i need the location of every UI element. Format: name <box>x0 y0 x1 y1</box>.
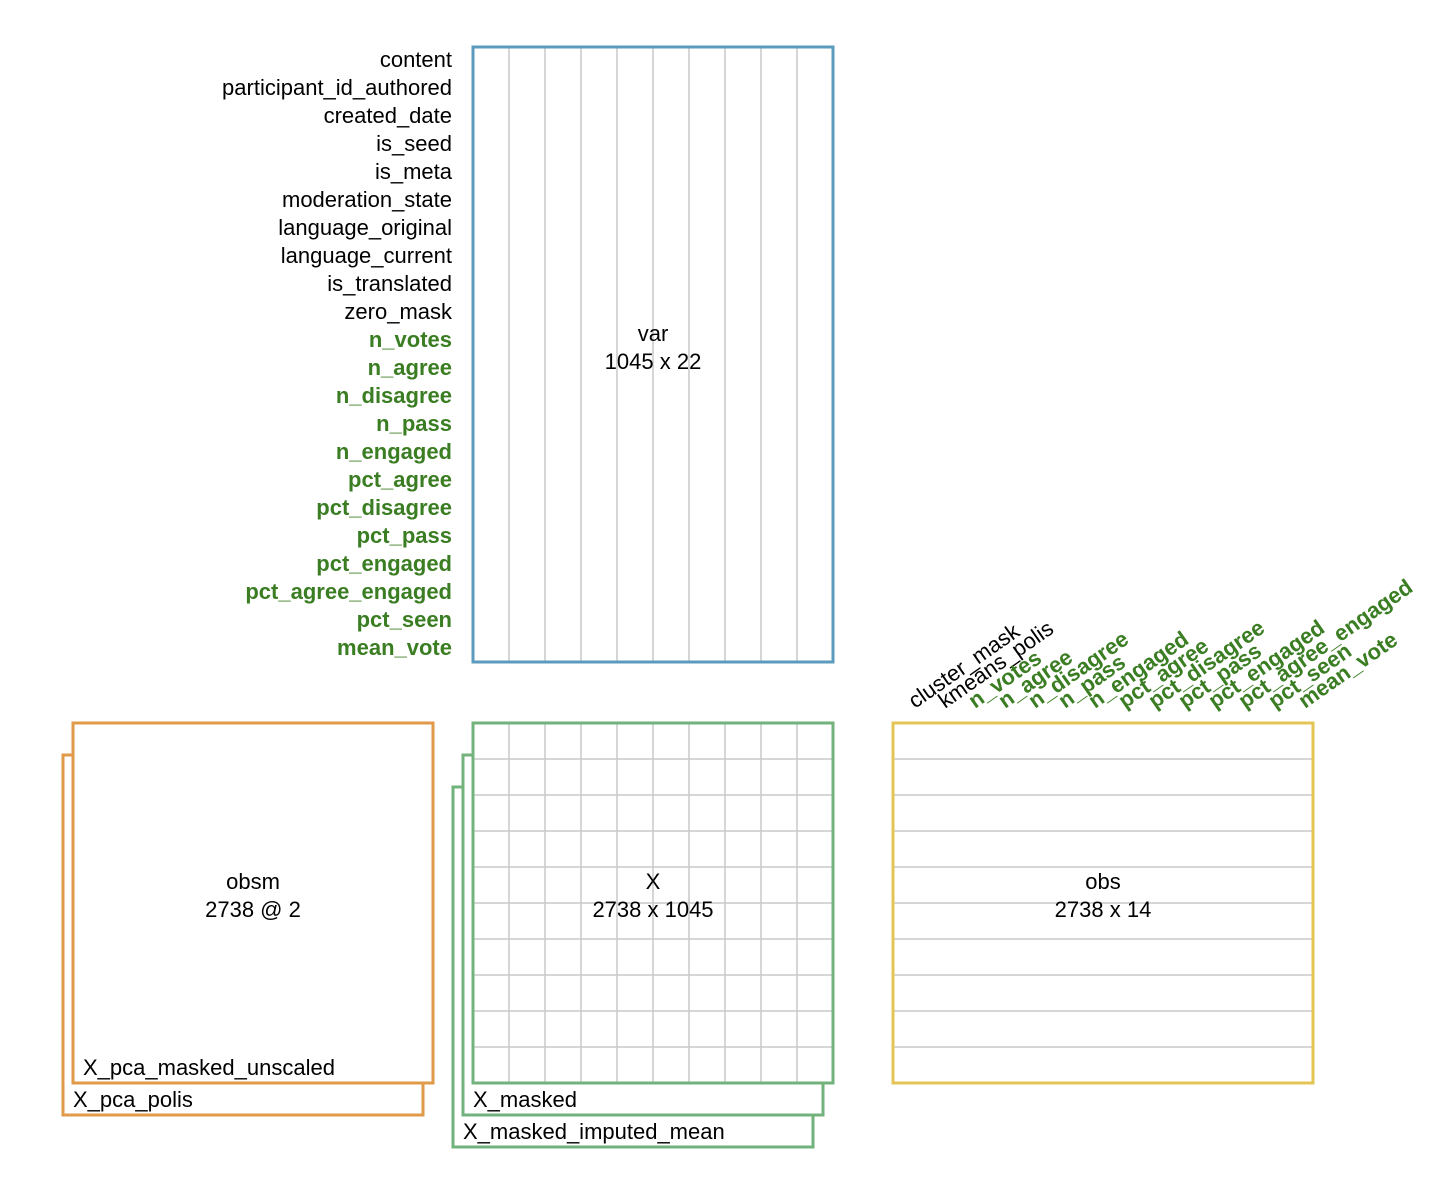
obs-matrix-border <box>891 721 1315 1085</box>
obsm-key-label: X_pca_polis <box>73 1087 193 1112</box>
var-column-label: n_votes <box>369 327 452 352</box>
var-column-label: moderation_state <box>282 187 452 212</box>
obs-shape: 2738 x 14 <box>1055 897 1152 922</box>
obsm-block: X_pca_polis X_pca_masked_unscaled obsm 2… <box>61 721 435 1117</box>
var-column-label: n_agree <box>368 355 452 380</box>
x-layer-label: X_masked_imputed_mean <box>463 1119 725 1144</box>
x-layer-label: X_masked <box>473 1087 577 1112</box>
var-column-label: is_translated <box>327 271 452 296</box>
obs-column-labels: cluster_maskkmeans_polisn_votesn_agreen_… <box>904 574 1418 713</box>
x-name: X <box>646 869 661 894</box>
var-column-label: n_engaged <box>336 439 452 464</box>
var-column-label: zero_mask <box>344 299 453 324</box>
obsm-layer-front <box>71 721 435 1085</box>
var-matrix-border <box>471 45 835 664</box>
var-grid <box>508 47 798 662</box>
x-shape: 2738 x 1045 <box>592 897 713 922</box>
obsm-shape: 2738 @ 2 <box>205 897 301 922</box>
var-column-label: is_seed <box>376 131 452 156</box>
obs-name: obs <box>1085 869 1120 894</box>
obsm-name: obsm <box>226 869 280 894</box>
var-column-label: pct_engaged <box>316 551 452 576</box>
var-column-label: pct_agree <box>348 467 452 492</box>
var-column-label: language_current <box>281 243 452 268</box>
var-column-label: pct_pass <box>357 523 452 548</box>
var-column-label: mean_vote <box>337 635 452 660</box>
x-block: X_masked_imputed_mean X_masked X 2738 x … <box>451 721 835 1149</box>
var-column-label: pct_agree_engaged <box>245 579 452 604</box>
var-column-label: content <box>380 47 452 72</box>
obsm-key-label: X_pca_masked_unscaled <box>83 1055 335 1080</box>
obs-block: obs 2738 x 14 cluster_maskkmeans_polisn_… <box>891 574 1418 1085</box>
var-shape: 1045 x 22 <box>605 349 702 374</box>
var-column-label: is_meta <box>375 159 453 184</box>
x-grid <box>473 723 833 1083</box>
var-column-label: participant_id_authored <box>222 75 452 100</box>
var-column-label: pct_disagree <box>316 495 452 520</box>
var-block: var 1045 x 22 content participant_id_auth… <box>222 45 835 664</box>
var-column-label: language_original <box>278 215 452 240</box>
x-matrix-border <box>471 721 835 1085</box>
var-column-labels: content participant_id_authored created_da… <box>222 47 453 660</box>
var-column-label: n_pass <box>376 411 452 436</box>
var-column-label: pct_seen <box>357 607 452 632</box>
var-column-label: created_date <box>324 103 452 128</box>
obs-grid <box>893 758 1313 1048</box>
var-column-label: n_disagree <box>336 383 452 408</box>
var-name: var <box>638 321 669 346</box>
